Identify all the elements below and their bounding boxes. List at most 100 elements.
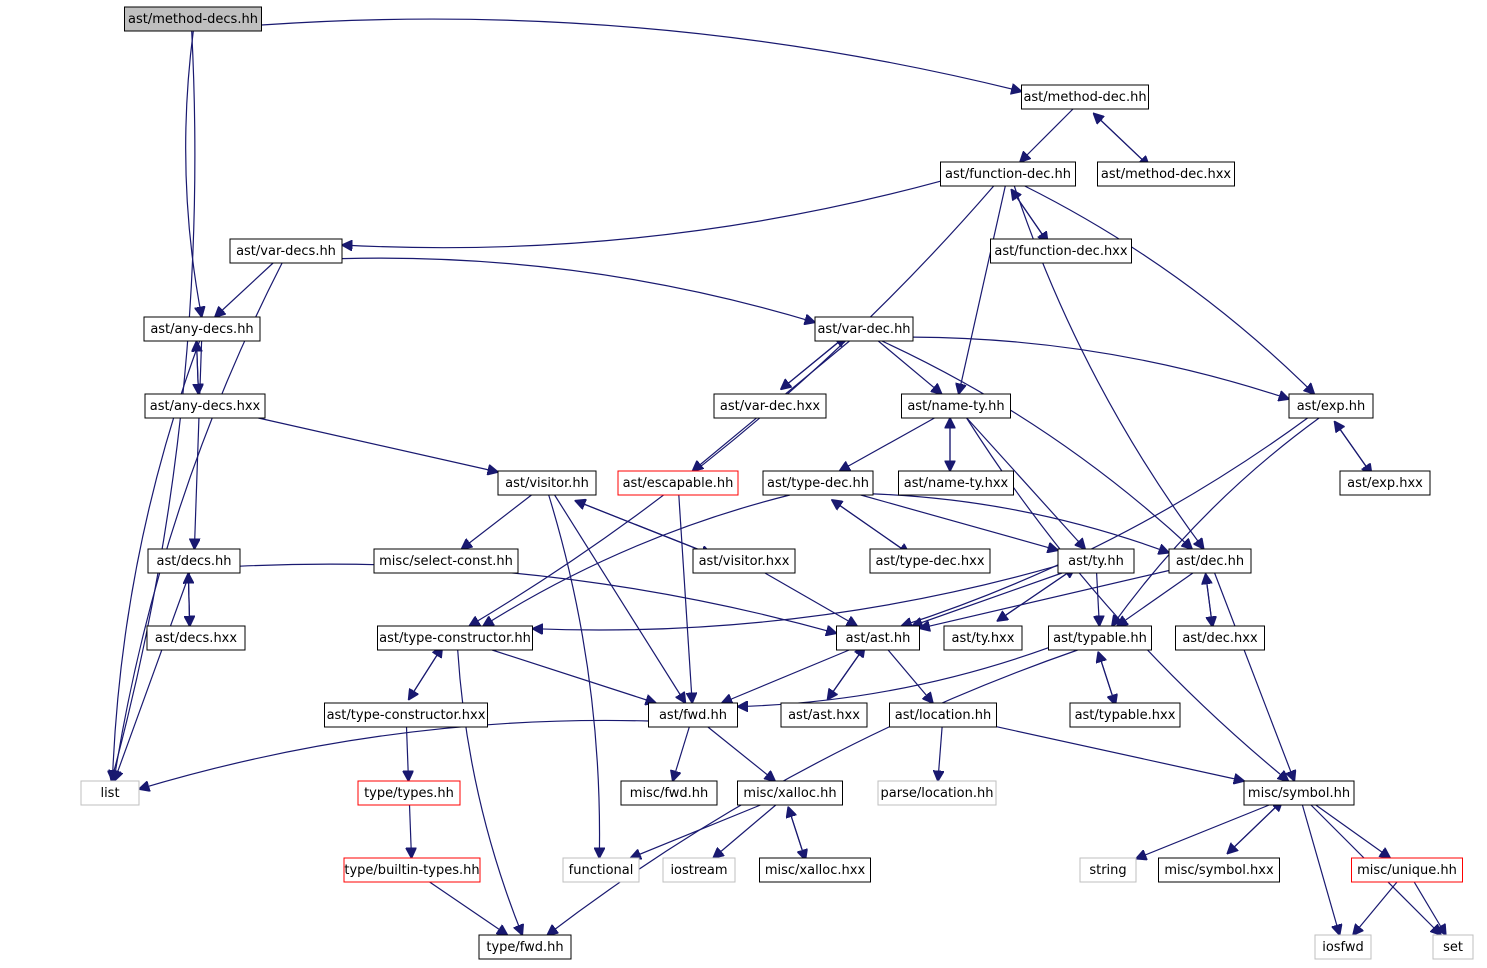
node-label: misc/symbol.hxx [1164, 863, 1274, 878]
node-unique-hh[interactable]: misc/unique.hh [1351, 857, 1463, 883]
node-type-constructor-hh[interactable]: ast/type-constructor.hh [377, 625, 533, 651]
edge-escapable-hh-to-fwd-hh [678, 494, 692, 703]
node-box [229, 238, 343, 264]
edge-function-dec-hh-to-exp-hh [1024, 185, 1315, 394]
edge-typable-hh-to-fwd-hh [738, 647, 1049, 707]
edge-fwd-hh-to-misc-fwd-hh [673, 726, 690, 781]
node-label: type/types.hh [364, 786, 454, 801]
edge-ty-hh-to-typable-hh [1097, 572, 1100, 626]
edge-function-dec-hh-to-name-ty-hh [959, 185, 1006, 394]
node-method-decs-hh[interactable]: ast/method-decs.hh [124, 6, 262, 32]
edge-type-dec-hxx-to-type-dec-hh [832, 500, 910, 555]
node-label: ast/escapable.hh [623, 476, 734, 491]
node-ast-hxx[interactable]: ast/ast.hxx [780, 702, 868, 728]
node-any-decs-hh[interactable]: ast/any-decs.hh [143, 316, 261, 342]
node-escapable-hh[interactable]: ast/escapable.hh [617, 470, 739, 496]
node-name-ty-hh[interactable]: ast/name-ty.hh [901, 393, 1011, 419]
edge-exp-hxx-to-exp-hh [1335, 421, 1373, 475]
node-method-dec-hxx[interactable]: ast/method-dec.hxx [1097, 161, 1235, 187]
node-box [692, 548, 796, 574]
node-type-constructor-hxx[interactable]: ast/type-constructor.hxx [324, 702, 488, 728]
node-builtin-types-hh[interactable]: type/builtin-types.hh [343, 857, 481, 883]
node-xalloc-hxx[interactable]: misc/xalloc.hxx [759, 857, 871, 883]
node-var-dec-hxx[interactable]: ast/var-dec.hxx [713, 393, 827, 419]
node-box [1021, 84, 1149, 110]
node-type-fwd-hh[interactable]: type/fwd.hh [478, 934, 572, 960]
node-box [617, 470, 739, 496]
node-box [377, 625, 533, 651]
node-set[interactable]: set [1432, 934, 1474, 960]
node-misc-fwd-hh[interactable]: misc/fwd.hh [620, 780, 718, 806]
node-label: ast/location.hh [895, 708, 991, 723]
node-iosfwd[interactable]: iosfwd [1314, 934, 1372, 960]
node-symbol-hh[interactable]: misc/symbol.hh [1243, 780, 1355, 806]
node-label: ast/method-dec.hxx [1101, 167, 1232, 182]
node-visitor-hxx[interactable]: ast/visitor.hxx [692, 548, 796, 574]
node-decs-hh[interactable]: ast/decs.hh [147, 548, 241, 574]
node-box [144, 393, 266, 419]
node-label: iostream [670, 863, 727, 878]
node-label: list [100, 786, 119, 801]
edge-xalloc-hh-to-functional [631, 804, 761, 858]
node-exp-hxx[interactable]: ast/exp.hxx [1339, 470, 1431, 496]
edge-name-ty-hh-to-ty-hh [966, 417, 1085, 549]
node-xalloc-hh[interactable]: misc/xalloc.hh [737, 780, 843, 806]
node-ty-hxx[interactable]: ast/ty.hxx [943, 625, 1023, 651]
node-ast-hh[interactable]: ast/ast.hh [836, 625, 920, 651]
node-location-hh[interactable]: ast/location.hh [889, 702, 997, 728]
edge-ty-hh-to-type-constructor-hh [533, 565, 1059, 630]
node-iostream[interactable]: iostream [662, 857, 736, 883]
node-typable-hxx[interactable]: ast/typable.hxx [1069, 702, 1181, 728]
edge-unique-hh-to-set [1413, 881, 1446, 935]
node-box [1158, 857, 1280, 883]
node-visitor-hh[interactable]: ast/visitor.hh [497, 470, 597, 496]
node-fwd-hh[interactable]: ast/fwd.hh [648, 702, 738, 728]
edge-dec-hh-to-typable-hh [1117, 572, 1194, 626]
node-select-const-hh[interactable]: misc/select-const.hh [373, 548, 519, 574]
edge-fwd-hh-to-list [139, 719, 649, 789]
node-parse-location-hh[interactable]: parse/location.hh [877, 780, 997, 806]
edge-method-dec-hxx-to-method-dec-hh [1094, 113, 1150, 167]
edge-type-constructor-hh-to-type-fwd-hh [457, 649, 523, 935]
node-box [877, 780, 997, 806]
node-label: ast/name-ty.hh [907, 399, 1004, 414]
node-string[interactable]: string [1079, 857, 1137, 883]
node-exp-hh[interactable]: ast/exp.hh [1288, 393, 1374, 419]
edge-visitor-hxx-to-ast-hh [764, 572, 857, 626]
node-label: misc/xalloc.hh [743, 786, 836, 801]
node-dec-hxx[interactable]: ast/dec.hxx [1175, 625, 1265, 651]
edge-ty-hh-to-ast-hh [912, 572, 1063, 626]
node-box [478, 934, 572, 960]
node-box [357, 780, 461, 806]
node-typable-hh[interactable]: ast/typable.hh [1048, 625, 1152, 651]
node-box [869, 548, 991, 574]
node-box [373, 548, 519, 574]
node-symbol-hxx[interactable]: misc/symbol.hxx [1158, 857, 1280, 883]
node-box [1432, 934, 1474, 960]
node-type-dec-hxx[interactable]: ast/type-dec.hxx [869, 548, 991, 574]
edge-unique-hh-to-iosfwd [1353, 881, 1398, 935]
node-list[interactable]: list [80, 780, 140, 806]
node-types-hh[interactable]: type/types.hh [357, 780, 461, 806]
node-function-dec-hh[interactable]: ast/function-dec.hh [940, 161, 1076, 187]
node-label: ast/exp.hxx [1347, 476, 1423, 491]
node-name-ty-hxx[interactable]: ast/name-ty.hxx [898, 470, 1014, 496]
edge-var-dec-hh-to-exp-hh [912, 336, 1289, 399]
node-label: ast/var-dec.hxx [720, 399, 821, 414]
node-any-decs-hxx[interactable]: ast/any-decs.hxx [144, 393, 266, 419]
node-var-decs-hh[interactable]: ast/var-decs.hh [229, 238, 343, 264]
node-box [1097, 161, 1235, 187]
node-box [343, 857, 481, 883]
node-var-dec-hh[interactable]: ast/var-dec.hh [814, 316, 914, 342]
edge-ty-hxx-to-ty-hh [996, 568, 1075, 622]
node-decs-hxx[interactable]: ast/decs.hxx [146, 625, 246, 651]
node-method-dec-hh[interactable]: ast/method-dec.hh [1021, 84, 1149, 110]
node-type-dec-hh[interactable]: ast/type-dec.hh [762, 470, 874, 496]
node-ty-hh[interactable]: ast/ty.hh [1057, 548, 1135, 574]
node-dec-hh[interactable]: ast/dec.hh [1168, 548, 1252, 574]
edge-symbol-hxx-to-symbol-hh [1226, 801, 1282, 855]
node-box [662, 857, 736, 883]
node-functional[interactable]: functional [562, 857, 640, 883]
node-function-dec-hxx[interactable]: ast/function-dec.hxx [990, 238, 1132, 264]
node-box [497, 470, 597, 496]
